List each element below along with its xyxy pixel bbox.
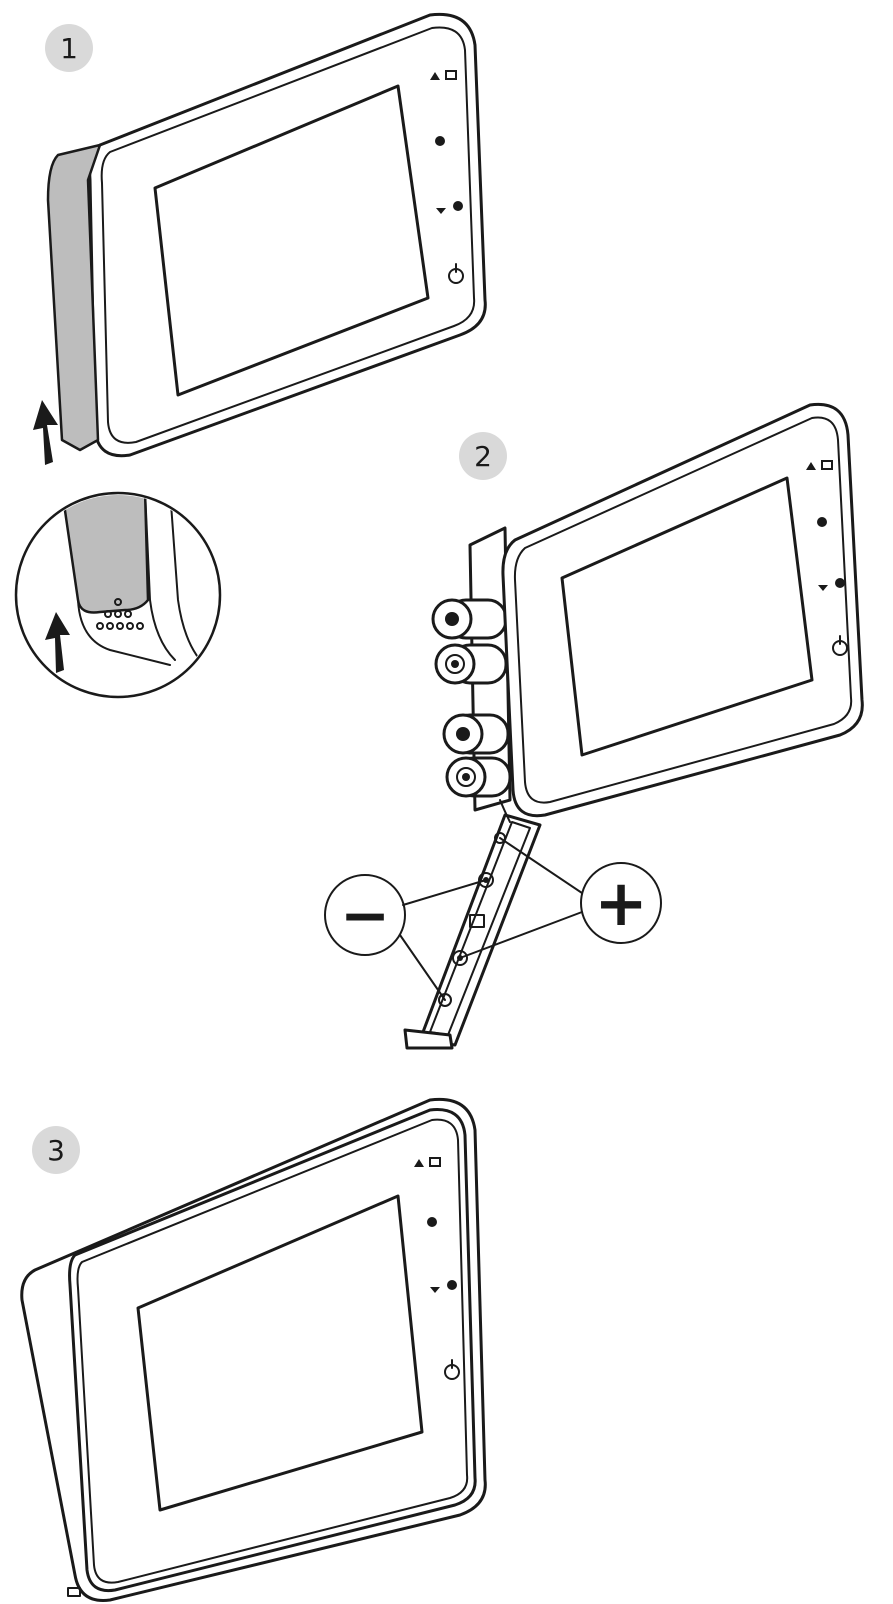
battery-4 — [445, 756, 512, 798]
positive-sign: + — [594, 867, 648, 941]
record-button-icon — [435, 136, 445, 146]
step-1-device — [46, 12, 487, 458]
polarity-positive-callout: + — [459, 837, 662, 959]
step-2-screen — [560, 476, 814, 757]
battery-2 — [434, 643, 508, 685]
step-3-screen — [136, 1194, 424, 1512]
battery-icon — [445, 70, 457, 80]
step-3-number: 3 — [47, 1134, 65, 1167]
step-1-group: 1 — [14, 12, 487, 699]
battery-1 — [431, 598, 508, 640]
step-2-badge — [459, 432, 507, 480]
step-2-device — [501, 402, 864, 818]
zoom-up-arrow-icon — [45, 612, 70, 673]
settings-icon — [453, 201, 463, 211]
step-2-open-cover — [403, 799, 542, 1050]
up-arrow-icon — [33, 400, 58, 465]
volume-down-icon — [436, 208, 446, 214]
negative-sign: − — [340, 881, 390, 951]
step-2-battery-compartment — [431, 526, 512, 812]
step-1-badge — [45, 24, 93, 72]
step-1-number: 1 — [60, 32, 78, 65]
volume-up-icon — [430, 72, 440, 80]
step-2-number: 2 — [474, 440, 492, 473]
polarity-negative-callout: − — [324, 874, 487, 1001]
record-button-icon — [817, 517, 827, 527]
step-3-buttons — [414, 1157, 460, 1380]
step-3-device — [20, 1097, 487, 1602]
power-icon — [444, 1359, 460, 1380]
step-2-group: 2 — [324, 402, 864, 1050]
step-1-buttons — [430, 70, 464, 284]
battery-3 — [442, 713, 510, 755]
step-3-badge — [32, 1126, 80, 1174]
power-icon — [832, 635, 848, 656]
step-1-detail-zoom — [14, 491, 222, 699]
record-button-icon — [427, 1217, 437, 1227]
step-1-battery-cover — [46, 143, 102, 452]
power-icon — [448, 263, 464, 284]
step-1-screen — [153, 84, 430, 397]
step-2-buttons — [806, 460, 848, 656]
step-3-group: 3 — [20, 1097, 487, 1602]
